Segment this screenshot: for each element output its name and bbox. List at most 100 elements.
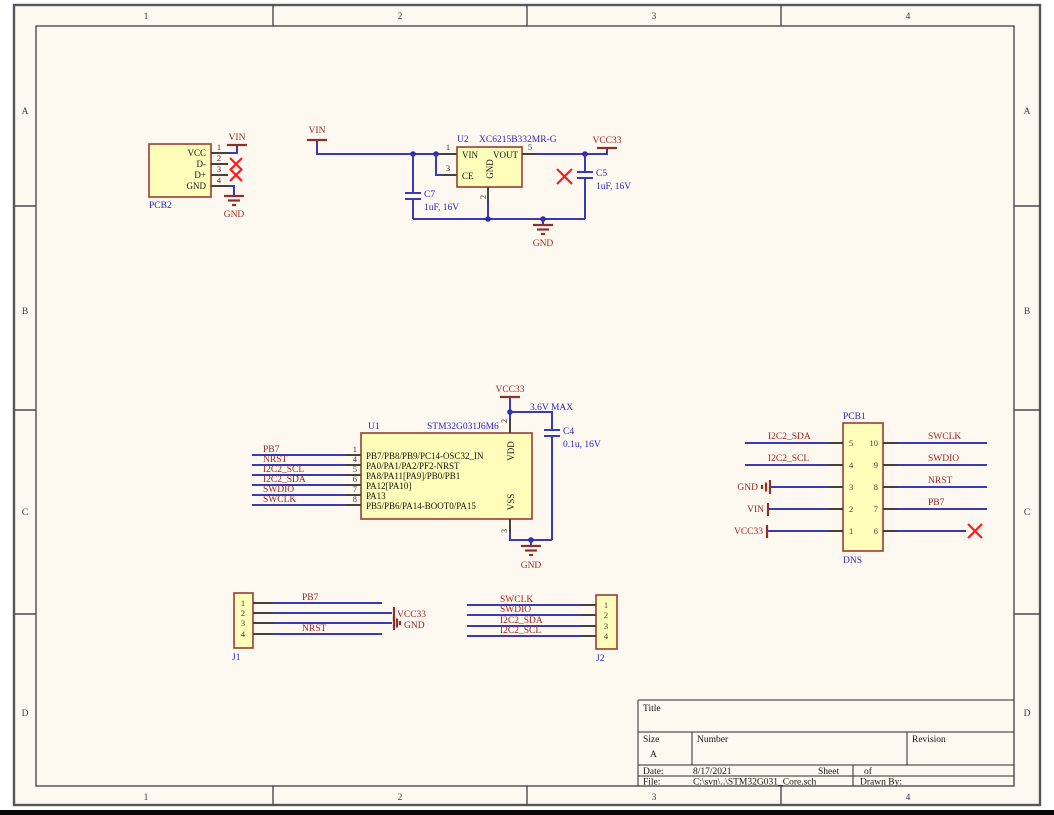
vcc33-port-label[interactable]: VCC33 bbox=[495, 385, 524, 395]
u1-designator[interactable]: U1 bbox=[368, 422, 380, 432]
component-u2-regulator[interactable]: VIN 1 3 U2 XC6215B332MR-G VIN VOUT CE GN… bbox=[307, 126, 631, 249]
u1-left-pins[interactable]: PB7 NRST I2C2_SCL I2C2_SDA SWDIO SWCLK 1… bbox=[252, 444, 484, 511]
file-label: File: bbox=[643, 778, 660, 788]
u1-pin-number: 4 bbox=[353, 454, 358, 464]
zone-col-label: 3 bbox=[652, 793, 657, 803]
gnd-power-symbol[interactable] bbox=[521, 544, 541, 557]
j1-body[interactable] bbox=[233, 592, 254, 649]
component-u1-mcu[interactable]: U1 STM32G031J6M6 PB7 NRST I2C2_SCL I2C2_… bbox=[252, 385, 601, 571]
c7-designator[interactable]: C7 bbox=[424, 190, 435, 200]
net-label[interactable]: SWDIO bbox=[928, 454, 959, 464]
zone-col-label: 4 bbox=[906, 12, 911, 22]
gnd-port-label[interactable]: GND bbox=[533, 239, 554, 249]
c5-value[interactable]: 1uF, 16V bbox=[596, 182, 631, 192]
pcb2-pin-name: GND bbox=[187, 181, 207, 191]
component-pcb2[interactable]: PCB2 VCC D- D+ GND 1 2 3 4 VIN GND bbox=[148, 133, 247, 220]
pcb1-pin-number: 9 bbox=[874, 460, 878, 470]
net-label[interactable]: SWCLK bbox=[928, 432, 961, 442]
u2-designator[interactable]: U2 bbox=[457, 135, 469, 145]
zone-col-label: 4 bbox=[906, 793, 911, 803]
pcb2-pin-number: 4 bbox=[217, 175, 222, 185]
net-label[interactable]: I2C2_SDA bbox=[263, 475, 306, 485]
gnd-power-symbol[interactable] bbox=[533, 223, 553, 236]
net-label[interactable]: SWCLK bbox=[500, 595, 533, 605]
j2-designator[interactable]: J2 bbox=[596, 654, 605, 664]
u1-pin-number: 5 bbox=[353, 464, 357, 474]
pcb1-note[interactable]: DNS bbox=[843, 556, 862, 566]
capacitor-c5[interactable]: C5 1uF, 16V bbox=[556, 154, 631, 219]
u1-pin-name: PB7/PB8/PB9/PC14-OSC32_IN bbox=[366, 451, 484, 461]
net-label[interactable]: SWDIO bbox=[500, 605, 531, 615]
net-label[interactable]: I2C2_SDA bbox=[768, 432, 811, 442]
u1-pin-name: PA13 bbox=[366, 491, 386, 501]
net-label[interactable]: PB7 bbox=[263, 445, 280, 455]
gnd-port-label[interactable]: GND bbox=[224, 210, 245, 220]
voltage-note[interactable]: 3.6V MAX bbox=[530, 403, 573, 413]
pcb2-pin-number: 3 bbox=[217, 164, 221, 174]
pcb2-pin-name: D- bbox=[197, 159, 207, 169]
sheet-label: Sheet bbox=[818, 767, 839, 777]
vcc33-port-label[interactable]: VCC33 bbox=[592, 136, 621, 146]
pcb1-designator[interactable]: PCB1 bbox=[843, 412, 866, 422]
zone-row-label: B bbox=[22, 307, 28, 317]
net-label[interactable]: I2C2_SCL bbox=[768, 454, 809, 464]
gnd-power-symbol[interactable] bbox=[224, 194, 244, 207]
pcb1-pin-number: 3 bbox=[849, 482, 853, 492]
gnd-port-label[interactable]: GND bbox=[521, 561, 542, 571]
u2-body[interactable] bbox=[456, 146, 523, 188]
vin-port-label[interactable]: VIN bbox=[309, 126, 326, 136]
net-label[interactable]: I2C2_SCL bbox=[500, 626, 541, 636]
net-label[interactable]: PB7 bbox=[928, 498, 945, 508]
component-j2[interactable]: J2 1 2 3 4 SWCLK SWDIO I2C2_SDA I2C2_SCL bbox=[467, 594, 618, 664]
gnd-power-symbol[interactable] bbox=[760, 480, 772, 494]
zone-row-label: B bbox=[1024, 307, 1030, 317]
no-erc-x-icon[interactable] bbox=[229, 168, 243, 182]
net-label[interactable]: I2C2_SDA bbox=[500, 616, 543, 626]
net-label[interactable]: PB7 bbox=[302, 593, 319, 603]
pcb2-body[interactable] bbox=[148, 143, 212, 198]
zone-row-label: D bbox=[22, 709, 29, 719]
u2-pin-number: 5 bbox=[528, 142, 532, 152]
net-label[interactable]: NRST bbox=[263, 455, 287, 465]
no-erc-x-icon[interactable] bbox=[967, 523, 983, 539]
u1-comment[interactable]: STM32G031J6M6 bbox=[427, 422, 499, 432]
title-block: Title Size A Number Revision Date: 8/17/… bbox=[637, 699, 1014, 788]
pcb1-body[interactable] bbox=[842, 422, 884, 552]
u2-comment[interactable]: XC6215B332MR-G bbox=[479, 135, 557, 145]
u1-body[interactable] bbox=[360, 432, 533, 520]
vin-port-label[interactable]: VIN bbox=[747, 505, 764, 515]
vcc33-port-label[interactable]: VCC33 bbox=[397, 610, 426, 620]
pcb1-pin-number: 5 bbox=[849, 438, 853, 448]
c5-designator[interactable]: C5 bbox=[596, 169, 607, 179]
net-label[interactable]: NRST bbox=[928, 476, 952, 486]
no-erc-x-icon[interactable] bbox=[229, 157, 243, 171]
j1-designator[interactable]: J1 bbox=[232, 653, 241, 663]
no-erc-x-icon[interactable] bbox=[556, 168, 573, 185]
component-pcb1[interactable]: PCB1 DNS 5 4 3 2 1 10 9 8 7 6 I2C2_SDA I… bbox=[734, 412, 987, 566]
pcb2-designator[interactable]: PCB2 bbox=[149, 201, 172, 211]
net-label[interactable]: SWDIO bbox=[263, 485, 294, 495]
component-j1[interactable]: J1 1 2 3 4 PB7 NRST VCC33 GND bbox=[232, 592, 426, 663]
u1-pin-number: 3 bbox=[499, 529, 509, 533]
capacitor-c7[interactable]: C7 1uF, 16V bbox=[405, 154, 459, 219]
gnd-power-symbol[interactable] bbox=[392, 616, 402, 630]
c4-designator[interactable]: C4 bbox=[563, 427, 574, 437]
vin-port-label[interactable]: VIN bbox=[229, 133, 246, 143]
u2-pin-number: 2 bbox=[478, 195, 488, 199]
j2-body[interactable] bbox=[595, 594, 618, 650]
c7-value[interactable]: 1uF, 16V bbox=[424, 203, 459, 213]
zone-row-label: A bbox=[1024, 107, 1031, 117]
net-label[interactable]: I2C2_SCL bbox=[263, 465, 304, 475]
zone-col-label: 1 bbox=[144, 12, 149, 22]
net-label[interactable]: SWCLK bbox=[263, 495, 296, 505]
c4-value[interactable]: 0.1u, 16V bbox=[563, 440, 601, 450]
capacitor-c4[interactable]: C4 0.1u, 16V bbox=[510, 411, 601, 540]
vcc33-port-label[interactable]: VCC33 bbox=[734, 527, 763, 537]
u2-pin-number: 3 bbox=[446, 163, 450, 173]
gnd-port-label[interactable]: GND bbox=[737, 483, 758, 493]
j2-pin-number: 3 bbox=[604, 621, 608, 631]
title-label: Title bbox=[643, 704, 661, 714]
gnd-port-label[interactable]: GND bbox=[404, 621, 425, 631]
zone-col-label: 1 bbox=[144, 793, 149, 803]
net-label[interactable]: NRST bbox=[302, 624, 326, 634]
